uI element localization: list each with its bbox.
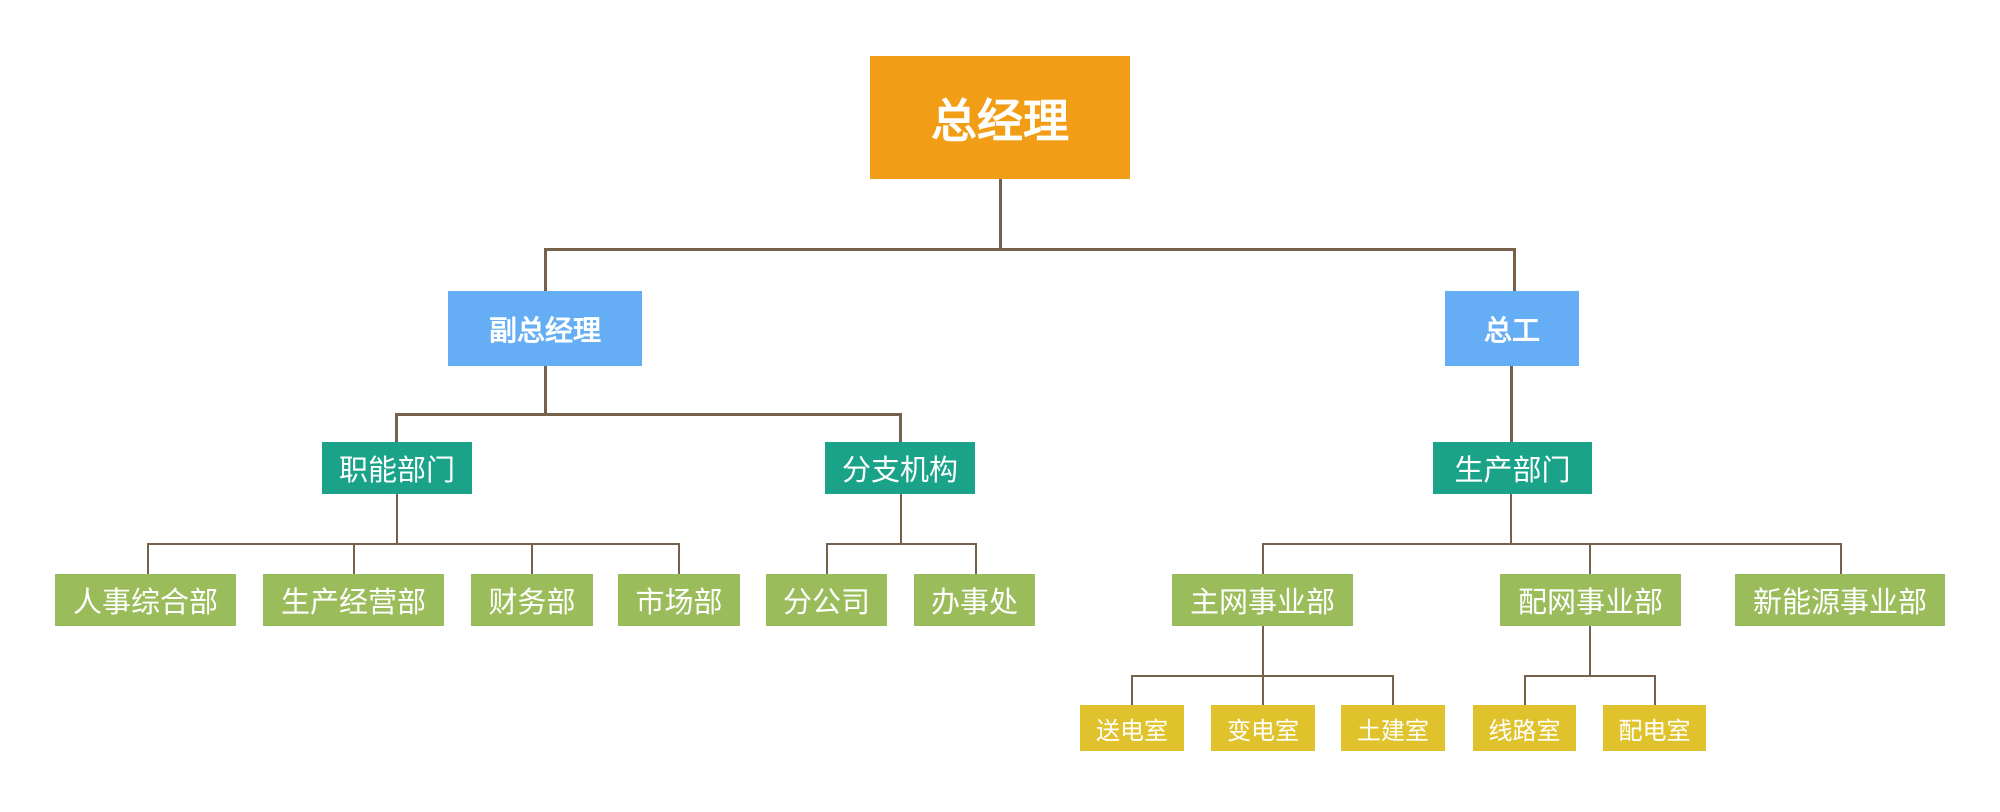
connector — [1840, 543, 1842, 574]
node-main-grid-division: 主网事业部 — [1172, 574, 1353, 626]
node-production-department: 生产部门 — [1433, 442, 1592, 494]
node-hr-general: 人事综合部 — [55, 574, 236, 626]
connector — [1262, 543, 1264, 574]
connector — [544, 366, 547, 416]
connector — [999, 179, 1002, 251]
connector — [147, 543, 149, 574]
connector — [975, 543, 977, 574]
node-finance: 财务部 — [471, 574, 593, 626]
node-distribution-grid-division: 配网事业部 — [1500, 574, 1681, 626]
connector — [531, 543, 533, 574]
node-chief-engineer: 总工 — [1445, 291, 1579, 366]
connector — [1589, 543, 1591, 574]
connector — [1262, 626, 1264, 676]
connector — [678, 543, 680, 574]
connector — [544, 248, 547, 291]
connector — [353, 543, 355, 574]
connector — [1510, 494, 1512, 544]
node-line-room: 线路室 — [1473, 705, 1576, 751]
connector — [826, 543, 828, 574]
connector — [1524, 675, 1656, 677]
node-new-energy-division: 新能源事业部 — [1735, 574, 1945, 626]
node-transmission-room: 送电室 — [1080, 705, 1184, 751]
node-deputy-general-manager: 副总经理 — [448, 291, 642, 366]
connector — [899, 413, 902, 442]
connector — [1510, 366, 1513, 442]
connector — [147, 543, 680, 545]
node-marketing: 市场部 — [618, 574, 740, 626]
node-distribution-room: 配电室 — [1603, 705, 1706, 751]
node-civil-works-room: 土建室 — [1341, 705, 1445, 751]
connector — [1654, 675, 1656, 705]
node-representative-office: 办事处 — [914, 574, 1035, 626]
node-subsidiary: 分公司 — [766, 574, 887, 626]
connector — [826, 543, 977, 545]
connector — [395, 413, 398, 442]
node-functional-departments: 职能部门 — [322, 442, 472, 494]
node-substation-room: 变电室 — [1211, 705, 1315, 751]
connector — [1262, 675, 1264, 705]
connector — [900, 494, 902, 544]
connector — [396, 494, 398, 544]
connector — [1524, 675, 1526, 705]
connector — [395, 413, 902, 416]
connector — [544, 248, 1516, 251]
node-general-manager: 总经理 — [870, 56, 1130, 179]
connector — [1589, 626, 1591, 676]
connector — [1131, 675, 1133, 705]
connector — [1262, 543, 1842, 545]
node-production-operations: 生产经营部 — [263, 574, 444, 626]
connector — [1513, 248, 1516, 291]
connector — [1392, 675, 1394, 705]
node-branch-offices: 分支机构 — [825, 442, 975, 494]
